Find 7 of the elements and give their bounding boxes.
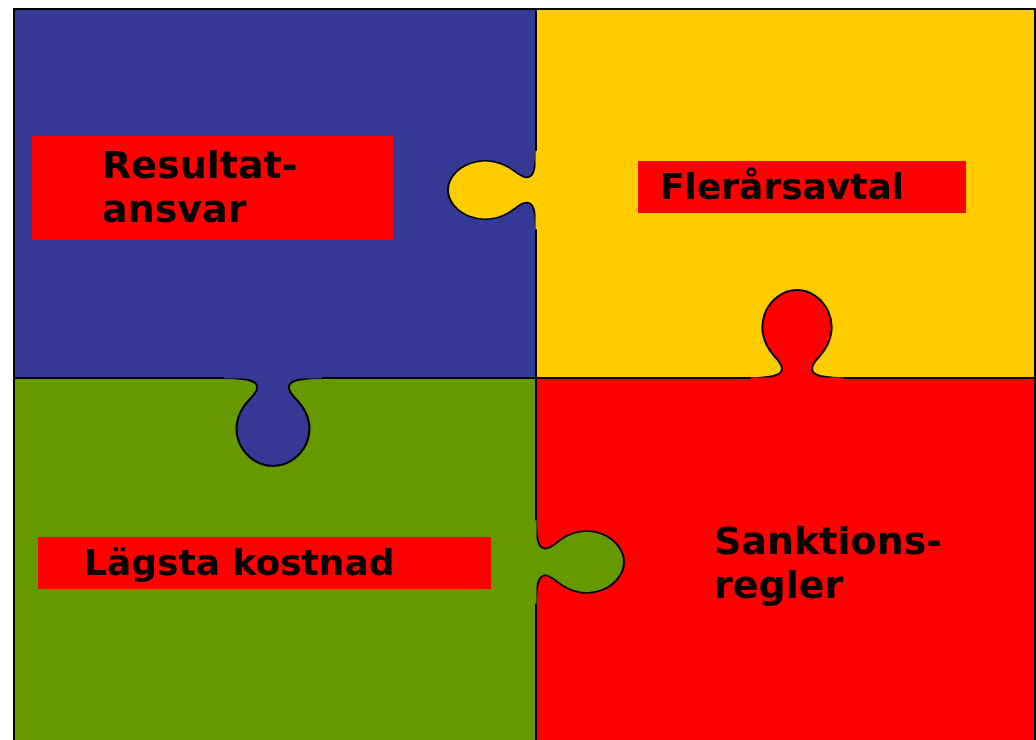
label-box: [38, 537, 491, 589]
label-box: [32, 136, 393, 240]
piece-label: Lägsta kostnad: [84, 542, 395, 584]
piece-label: Flerårsavtal: [660, 166, 905, 208]
piece-label: Sanktions- regler: [714, 520, 944, 608]
piece-label: Resultat- ansvar: [102, 144, 299, 232]
label-box: [638, 161, 966, 213]
